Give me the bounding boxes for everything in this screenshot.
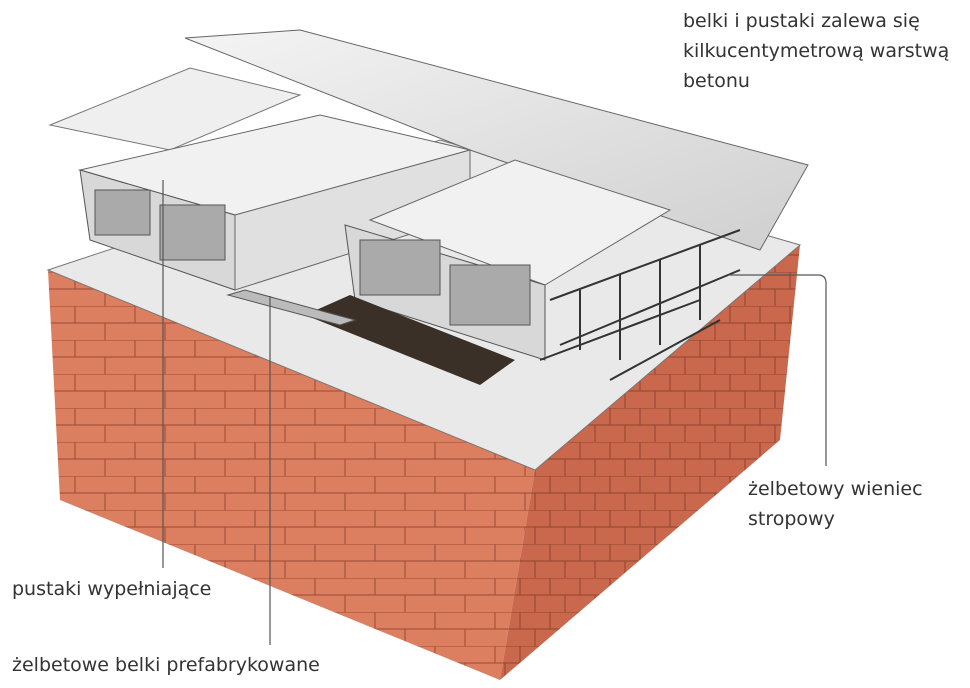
brick-wall: [48, 245, 800, 680]
label-beams: żelbetowe belki prefabrykowane: [12, 654, 320, 676]
floor-opening: [305, 295, 515, 385]
label-line: betonu: [683, 70, 750, 92]
back-blocks: [48, 67, 302, 151]
leader-line-ring-beam: [728, 274, 827, 466]
label-ring-beam: żelbetowy wieniec stropowy: [748, 474, 923, 534]
label-line: stropowy: [748, 508, 835, 530]
precast-beam: [226, 289, 357, 326]
label-concrete-layer: belki i pustaki zalewa się kilkucentymet…: [683, 6, 949, 96]
hollow-block-right: [344, 159, 672, 361]
concrete-topping: [184, 29, 809, 251]
label-line: kilkucentymetrową warstwą: [683, 40, 950, 62]
label-blocks: pustaki wypełniające: [12, 578, 212, 600]
rebar-cage: [539, 229, 741, 381]
hollow-block-left: [78, 114, 471, 291]
label-line: belki i pustaki zalewa się: [683, 10, 920, 32]
label-line: żelbetowy wieniec: [748, 478, 923, 500]
